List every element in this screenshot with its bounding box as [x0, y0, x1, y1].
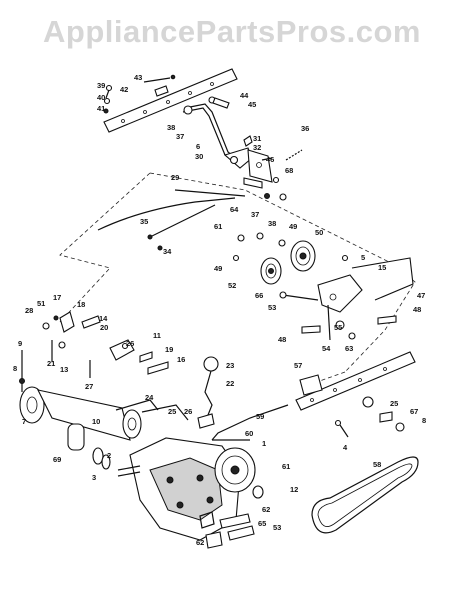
callout-c8b: 8 — [422, 416, 426, 425]
callout-c3: 3 — [92, 473, 96, 482]
callout-c26b: 26 — [184, 407, 192, 416]
callout-c19: 19 — [165, 345, 173, 354]
callout-c67: 67 — [410, 407, 418, 416]
callout-c64: 64 — [230, 205, 239, 214]
callout-c57: 57 — [294, 361, 302, 370]
callout-c28: 28 — [25, 306, 33, 315]
brake-disc — [115, 399, 189, 439]
callout-c58: 58 — [373, 460, 381, 469]
callout-c62b: 62 — [196, 538, 204, 547]
callout-c9: 9 — [18, 339, 22, 348]
callout-c7: 7 — [22, 417, 26, 426]
callout-c60: 60 — [245, 429, 253, 438]
callout-c55: 55 — [334, 323, 342, 332]
lower-right-frame-rail — [211, 351, 416, 441]
callout-c14: 14 — [99, 314, 108, 323]
callout-c24: 24 — [145, 393, 154, 402]
callout-c12: 12 — [290, 485, 298, 494]
callout-c25b: 25 — [168, 407, 176, 416]
callout-c43: 43 — [134, 73, 142, 82]
callout-c49a: 49 — [289, 222, 297, 231]
idler-pulley-group — [232, 232, 316, 285]
callout-c25: 25 — [390, 399, 398, 408]
axle-and-wheel-hub — [19, 350, 131, 470]
callout-c22: 22 — [226, 379, 234, 388]
callout-c2: 2 — [107, 451, 111, 460]
callout-c29: 29 — [171, 173, 179, 182]
callout-c46: 46 — [266, 155, 274, 164]
callout-c23: 23 — [226, 361, 234, 370]
callout-c31: 31 — [253, 134, 261, 143]
callout-c62a: 62 — [262, 505, 270, 514]
shift-lever-linkage — [182, 96, 303, 201]
callout-c11: 11 — [153, 331, 161, 340]
callout-c34: 34 — [163, 247, 172, 256]
callout-c32: 32 — [253, 143, 261, 152]
callout-c38b: 38 — [268, 219, 276, 228]
shift-knob-lever — [197, 356, 219, 429]
watermark-text: AppliancePartsPros.com — [43, 14, 421, 49]
upper-left-frame-rail — [103, 68, 238, 133]
callout-c42: 42 — [120, 85, 128, 94]
callout-c63: 63 — [345, 344, 353, 353]
callout-c21: 21 — [47, 359, 55, 368]
callout-c13: 13 — [60, 365, 68, 374]
callout-c36: 36 — [301, 124, 309, 133]
callout-c41: 41 — [97, 104, 105, 113]
callout-c49b: 49 — [214, 264, 222, 273]
callout-c17: 17 — [53, 293, 61, 302]
callout-c4: 4 — [343, 443, 348, 452]
callout-c35: 35 — [140, 217, 148, 226]
callout-c38a: 38 — [167, 123, 175, 132]
callout-c1: 1 — [262, 439, 266, 448]
callout-c30: 30 — [195, 152, 203, 161]
callout-c15: 15 — [378, 263, 386, 272]
callout-c53: 53 — [268, 303, 276, 312]
idler-bracket — [279, 254, 414, 341]
callout-c20: 20 — [100, 323, 108, 332]
callout-c18: 18 — [77, 300, 85, 309]
callout-c69: 69 — [53, 455, 61, 464]
callout-c61: 61 — [214, 222, 222, 231]
pivot-bolt-group — [103, 74, 176, 114]
callout-c44: 44 — [240, 91, 249, 100]
callout-c48b: 48 — [278, 335, 286, 344]
callout-c59: 59 — [256, 412, 264, 421]
callout-c45: 45 — [248, 100, 256, 109]
callout-c26a: 26 — [126, 339, 134, 348]
callout-c68: 68 — [285, 166, 293, 175]
callout-c47: 47 — [417, 291, 425, 300]
callout-c6: 6 — [196, 142, 200, 151]
callout-c5: 5 — [361, 253, 365, 262]
callout-c8a: 8 — [13, 364, 17, 373]
callout-c53b: 53 — [273, 523, 281, 532]
callout-c51: 51 — [37, 299, 45, 308]
callout-c10: 10 — [92, 417, 100, 426]
drive-belt — [311, 456, 419, 534]
callout-c40: 40 — [97, 93, 105, 102]
callout-c16: 16 — [177, 355, 185, 364]
callout-c50: 50 — [315, 228, 323, 237]
callout-c37b: 37 — [251, 210, 259, 219]
callout-c66: 66 — [255, 291, 263, 300]
callout-c27: 27 — [85, 382, 93, 391]
callout-c54: 54 — [322, 344, 331, 353]
callout-c39: 39 — [97, 81, 105, 90]
callout-c52: 52 — [228, 281, 236, 290]
assembly-group-outline — [59, 172, 416, 389]
callout-c37a: 37 — [176, 132, 184, 141]
callout-c61b: 61 — [282, 462, 290, 471]
left-linkage-parts — [42, 311, 169, 378]
callout-c65: 65 — [258, 519, 266, 528]
control-rods — [97, 189, 246, 251]
input-pulley — [199, 447, 264, 549]
callout-c48a: 48 — [413, 305, 421, 314]
